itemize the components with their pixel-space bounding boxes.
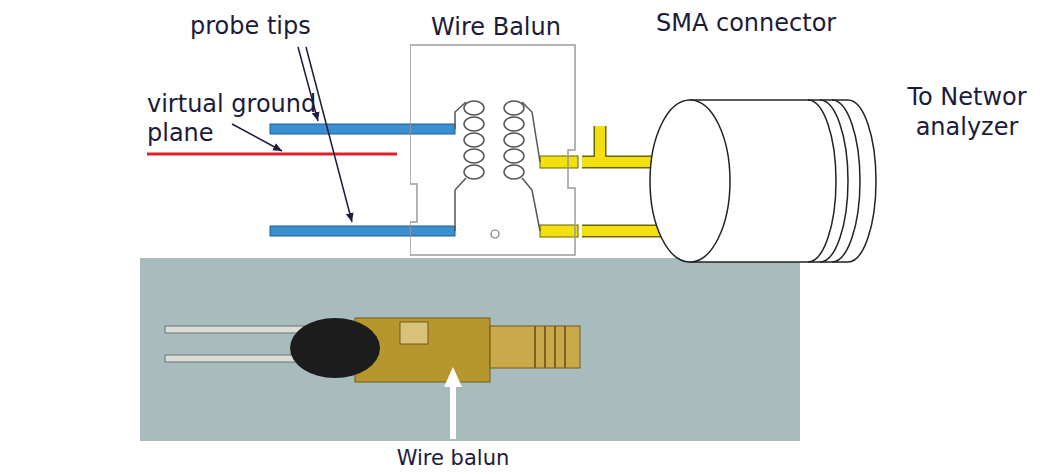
label-text: probe tips — [190, 12, 390, 41]
transformer-coil — [455, 101, 540, 231]
photo-connector — [490, 326, 580, 368]
node-outline — [648, 8, 902, 272]
label-text: virtual ground plane — [147, 90, 352, 148]
photo-pin — [165, 326, 315, 333]
node-heading: SMA connector — [648, 8, 902, 38]
mount-hole — [491, 230, 499, 238]
photo-thread — [535, 326, 565, 368]
probe-tip — [270, 124, 455, 134]
output-pad — [540, 225, 578, 237]
node-heading: Wire Balun — [410, 12, 582, 42]
balun-outline — [410, 45, 575, 255]
feed-wire — [582, 126, 662, 162]
sma-cylinder — [650, 100, 876, 262]
node-outline — [410, 12, 582, 258]
label-text: To Networ analyzer — [886, 82, 1048, 142]
leader-line — [232, 124, 282, 151]
photo-ground — [140, 258, 800, 441]
photo-balun — [290, 318, 380, 378]
connector-shape: SMA connector — [648, 8, 902, 272]
probe-tip — [270, 226, 455, 236]
label-text: Wire balun — [378, 445, 528, 471]
leader-line — [306, 47, 352, 222]
photo-body — [400, 322, 428, 344]
output-pad — [540, 156, 578, 168]
ground-line — [147, 153, 397, 156]
pointer-arrow — [450, 376, 456, 439]
balun-box: Wire Balun — [410, 12, 582, 258]
feed-wire — [582, 231, 662, 232]
